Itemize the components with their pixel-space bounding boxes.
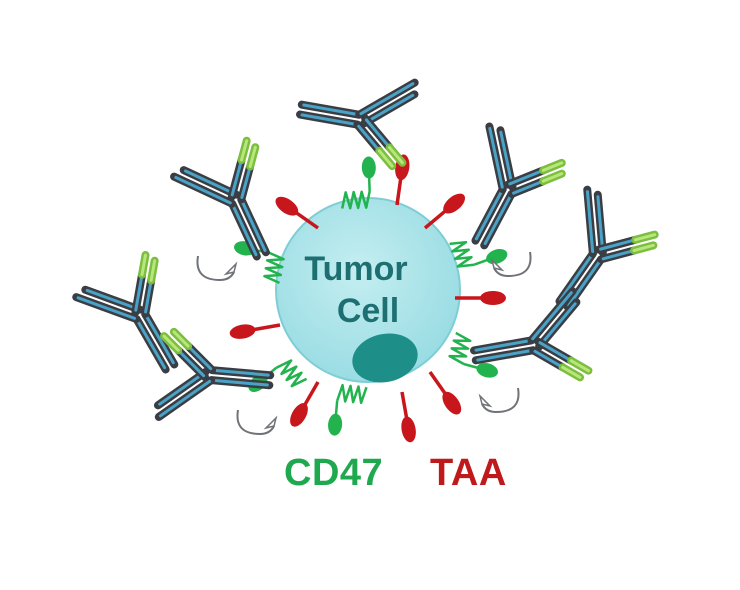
bispecific-antibody-icon — [439, 121, 571, 263]
curved-arrow-icon — [236, 409, 277, 435]
legend-cd47: CD47 — [284, 452, 384, 494]
bispecific-antibody-icon — [526, 184, 664, 328]
taa-receptor-icon — [418, 188, 471, 236]
bispecific-antibody-icon — [467, 290, 594, 397]
taa-receptor-icon — [226, 316, 283, 343]
taa-receptor-icon — [393, 389, 420, 446]
nucleus — [352, 333, 418, 383]
curved-arrow-icon — [479, 387, 520, 413]
bispecific-antibody-icon — [152, 328, 273, 426]
curved-arrow-icon — [196, 255, 237, 281]
cell-label-line2: Cell — [337, 292, 399, 330]
taa-receptor-icon — [270, 191, 324, 236]
taa-receptor-icon — [422, 366, 467, 420]
legend-taa: TAA — [430, 452, 507, 494]
taa-receptor-icon — [453, 289, 508, 307]
cell-label-line1: Tumor — [304, 250, 407, 288]
cd47-receptor-icon — [325, 382, 368, 440]
cd47-receptor-icon — [228, 238, 287, 285]
bispecific-antibody-icon — [73, 247, 207, 390]
